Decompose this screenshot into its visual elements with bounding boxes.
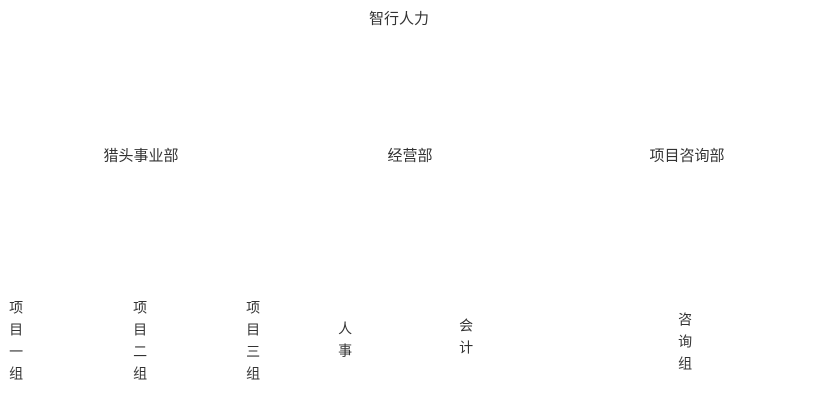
org-node-operations-dept[interactable]: 经营部	[387, 147, 433, 165]
org-node-project-group-2[interactable]: 项目二组	[132, 300, 149, 388]
org-node-project-group-3[interactable]: 项目三组	[245, 300, 262, 388]
org-node-root[interactable]: 智行人力	[368, 10, 430, 28]
org-node-accounting[interactable]: 会计	[458, 318, 475, 362]
org-node-project-group-1[interactable]: 项目一组	[8, 300, 25, 388]
org-node-consulting-group[interactable]: 咨询组	[677, 312, 694, 378]
org-node-project-consulting-dept[interactable]: 项目咨询部	[649, 147, 725, 165]
org-node-headhunting-dept[interactable]: 猎头事业部	[103, 147, 179, 165]
org-node-hr[interactable]: 人事	[337, 321, 354, 365]
